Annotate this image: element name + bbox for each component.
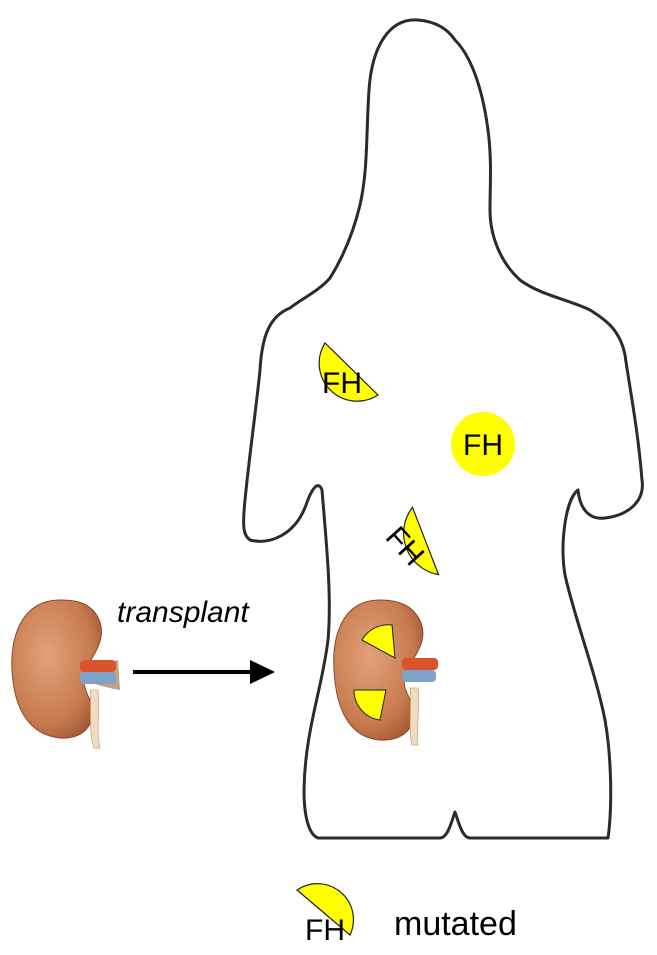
legend-fh-label: FH [305, 914, 345, 947]
legend: FH mutated [297, 884, 517, 947]
donor-kidney-icon [12, 600, 120, 748]
transplant-label: transplant [117, 596, 250, 629]
fh-mutated-marker-1: FH [319, 343, 378, 401]
body-outline [244, 20, 643, 838]
recipient-kidney-icon [334, 600, 438, 745]
transplant-arrow [133, 660, 275, 684]
fh-label-1: FH [322, 367, 362, 400]
fh-mutated-marker-2: FH [379, 506, 439, 581]
fh-label-2: FH [463, 429, 503, 462]
legend-text: mutated [394, 905, 517, 943]
fh-normal-marker: FH [451, 412, 515, 476]
